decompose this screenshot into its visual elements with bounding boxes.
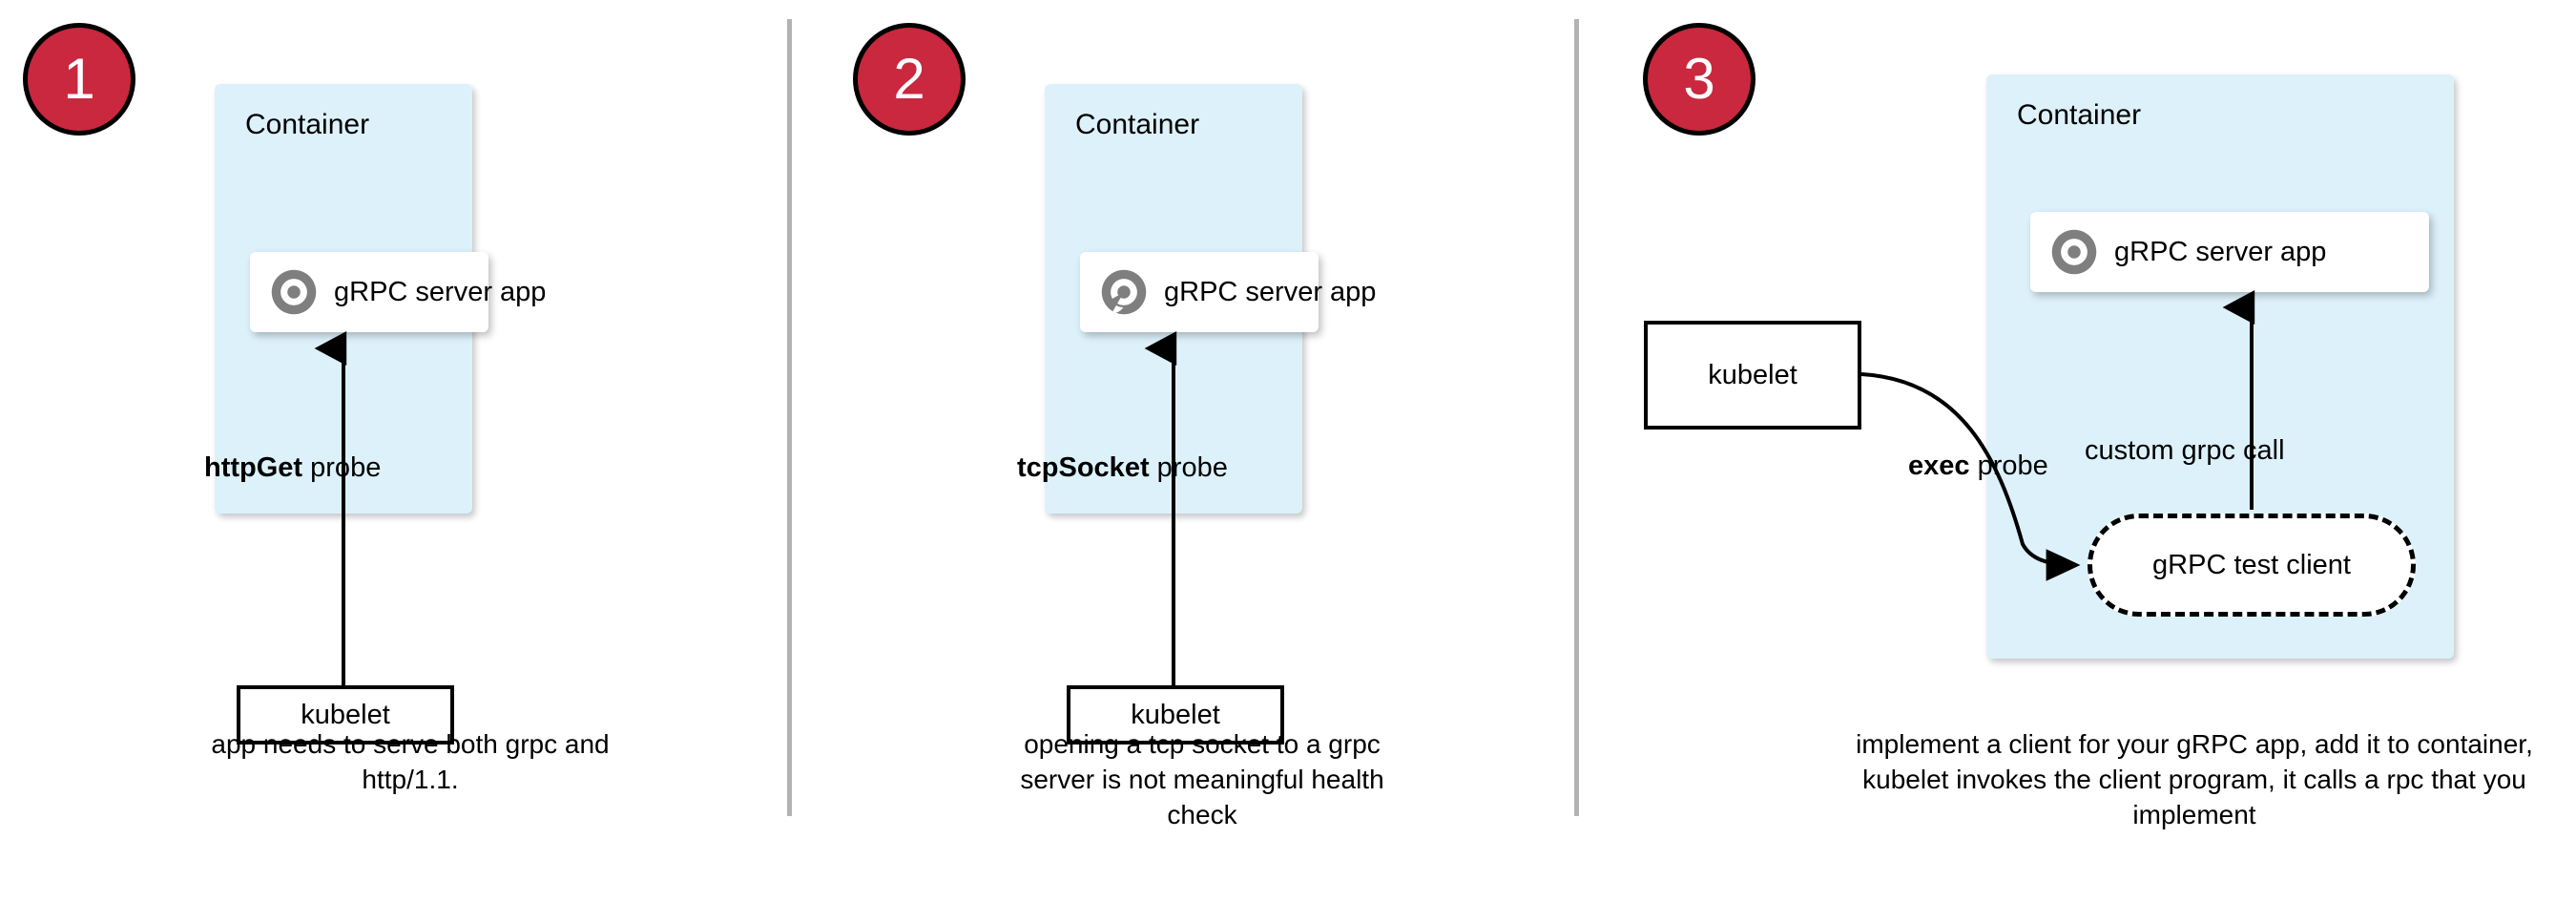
container-label-2: Container: [1075, 109, 1200, 140]
grpc-test-client-label: gRPC test client: [2152, 549, 2351, 580]
custom-grpc-call-text: custom grpc call: [2085, 435, 2285, 466]
grpc-server-app-label-3: gRPC server app: [2114, 236, 2327, 267]
panel-caption-2: opening a tcp socket to a grpc server is…: [1011, 727, 1393, 833]
container-label-1: Container: [245, 109, 370, 140]
exec-probe-label: exec probe: [1908, 451, 2048, 482]
step-badge-2: 2: [853, 23, 966, 136]
step-number-2: 2: [893, 47, 925, 111]
kubelet-label-3: kubelet: [1708, 359, 1797, 390]
panel-divider-2: [1574, 19, 1579, 816]
grpc-aperture-icon: [2051, 229, 2097, 275]
panel-caption-3: implement a client for your gRPC app, ad…: [1813, 727, 2576, 833]
grpc-test-client-pill: gRPC test client: [2088, 514, 2416, 617]
step-number-1: 1: [63, 47, 95, 111]
kubelet-label-1: kubelet: [301, 699, 390, 730]
kubelet-box-2: kubelet: [1067, 685, 1284, 745]
step-number-3: 3: [1683, 47, 1715, 111]
httpget-probe-label-rest: probe: [302, 452, 382, 483]
grpc-server-app-card-1: gRPC server app: [250, 252, 546, 332]
step-badge-3: 3: [1643, 23, 1755, 136]
panel-caption-3-text: implement a client for your gRPC app, ad…: [1856, 729, 2533, 829]
httpget-probe-label-bold: httpGet: [204, 452, 303, 483]
tcpsocket-probe-label-bold: tcpSocket: [1017, 452, 1150, 483]
tcpsocket-probe-label-rest: probe: [1149, 452, 1228, 483]
kubelet-box-3: kubelet: [1644, 321, 1861, 430]
grpc-server-app-card-2: gRPC server app: [1080, 252, 1376, 332]
container-label-3: Container: [2017, 99, 2142, 131]
grpc-server-app-card-3: gRPC server app: [2030, 212, 2429, 292]
kubelet-box-1: kubelet: [237, 685, 454, 745]
panel-caption-1: app needs to serve both grpc and http/1.…: [205, 727, 615, 798]
grpc-aperture-icon: [271, 269, 317, 315]
panel-caption-1-text: app needs to serve both grpc and http/1.…: [211, 729, 610, 794]
grpc-server-app-label-2: gRPC server app: [1164, 276, 1377, 307]
tcpsocket-probe-label: tcpSocket probe: [1017, 452, 1228, 484]
exec-probe-label-bold: exec: [1908, 451, 1970, 481]
step-badge-1: 1: [23, 23, 135, 136]
httpget-probe-label: httpGet probe: [204, 452, 381, 484]
grpc-server-app-label-1: gRPC server app: [334, 276, 547, 307]
grpc-aperture-icon: [1101, 269, 1147, 315]
exec-probe-label-rest: probe: [1969, 451, 2048, 481]
panel-caption-2-text: opening a tcp socket to a grpc server is…: [1020, 729, 1384, 829]
kubelet-label-2: kubelet: [1131, 699, 1220, 730]
panel-divider-1: [787, 19, 792, 816]
custom-grpc-call-label: custom grpc call: [2085, 435, 2285, 467]
